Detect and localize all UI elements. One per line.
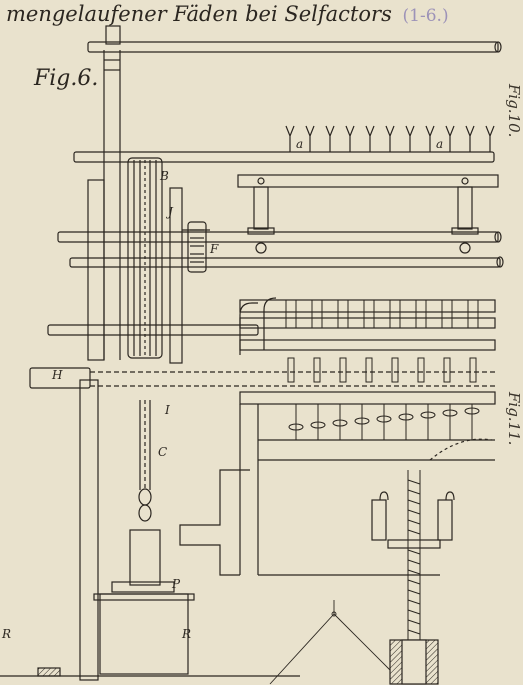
label-h: H bbox=[52, 368, 63, 382]
carriage-beam-h bbox=[29, 367, 498, 389]
chain-drum bbox=[127, 157, 163, 359]
label-r-right: R bbox=[182, 627, 192, 641]
spindle-head bbox=[239, 297, 496, 383]
gear-f bbox=[187, 221, 207, 273]
label-f: F bbox=[210, 242, 219, 256]
guide-wires bbox=[269, 600, 391, 685]
plate-title: mengelaufener Fäden bei Selfactors bbox=[6, 2, 392, 26]
chain-c bbox=[129, 400, 161, 586]
pencil-annotation: (1-6.) bbox=[402, 6, 449, 26]
plate-header: mengelaufener Fäden bei Selfactors (1-6.… bbox=[6, 2, 449, 26]
top-shaft bbox=[87, 25, 502, 53]
screw-spindle bbox=[371, 470, 455, 685]
label-i: I bbox=[165, 403, 170, 417]
label-b: B bbox=[160, 169, 169, 183]
label-r-left: R bbox=[2, 627, 12, 641]
label-a-left: a bbox=[296, 137, 304, 151]
thread-forks bbox=[285, 125, 495, 152]
label-j: J bbox=[168, 205, 173, 219]
top-spindle-frame bbox=[237, 174, 499, 254]
weight-p bbox=[93, 581, 195, 675]
figure-label: Fig.6. bbox=[34, 66, 99, 91]
lower-carriage bbox=[179, 391, 496, 576]
label-a-right: a bbox=[436, 137, 444, 151]
label-c: C bbox=[158, 445, 168, 459]
vertical-column bbox=[103, 50, 121, 360]
label-p: P bbox=[172, 577, 181, 591]
ground-line bbox=[0, 379, 300, 681]
horizontal-shafts bbox=[47, 151, 504, 336]
